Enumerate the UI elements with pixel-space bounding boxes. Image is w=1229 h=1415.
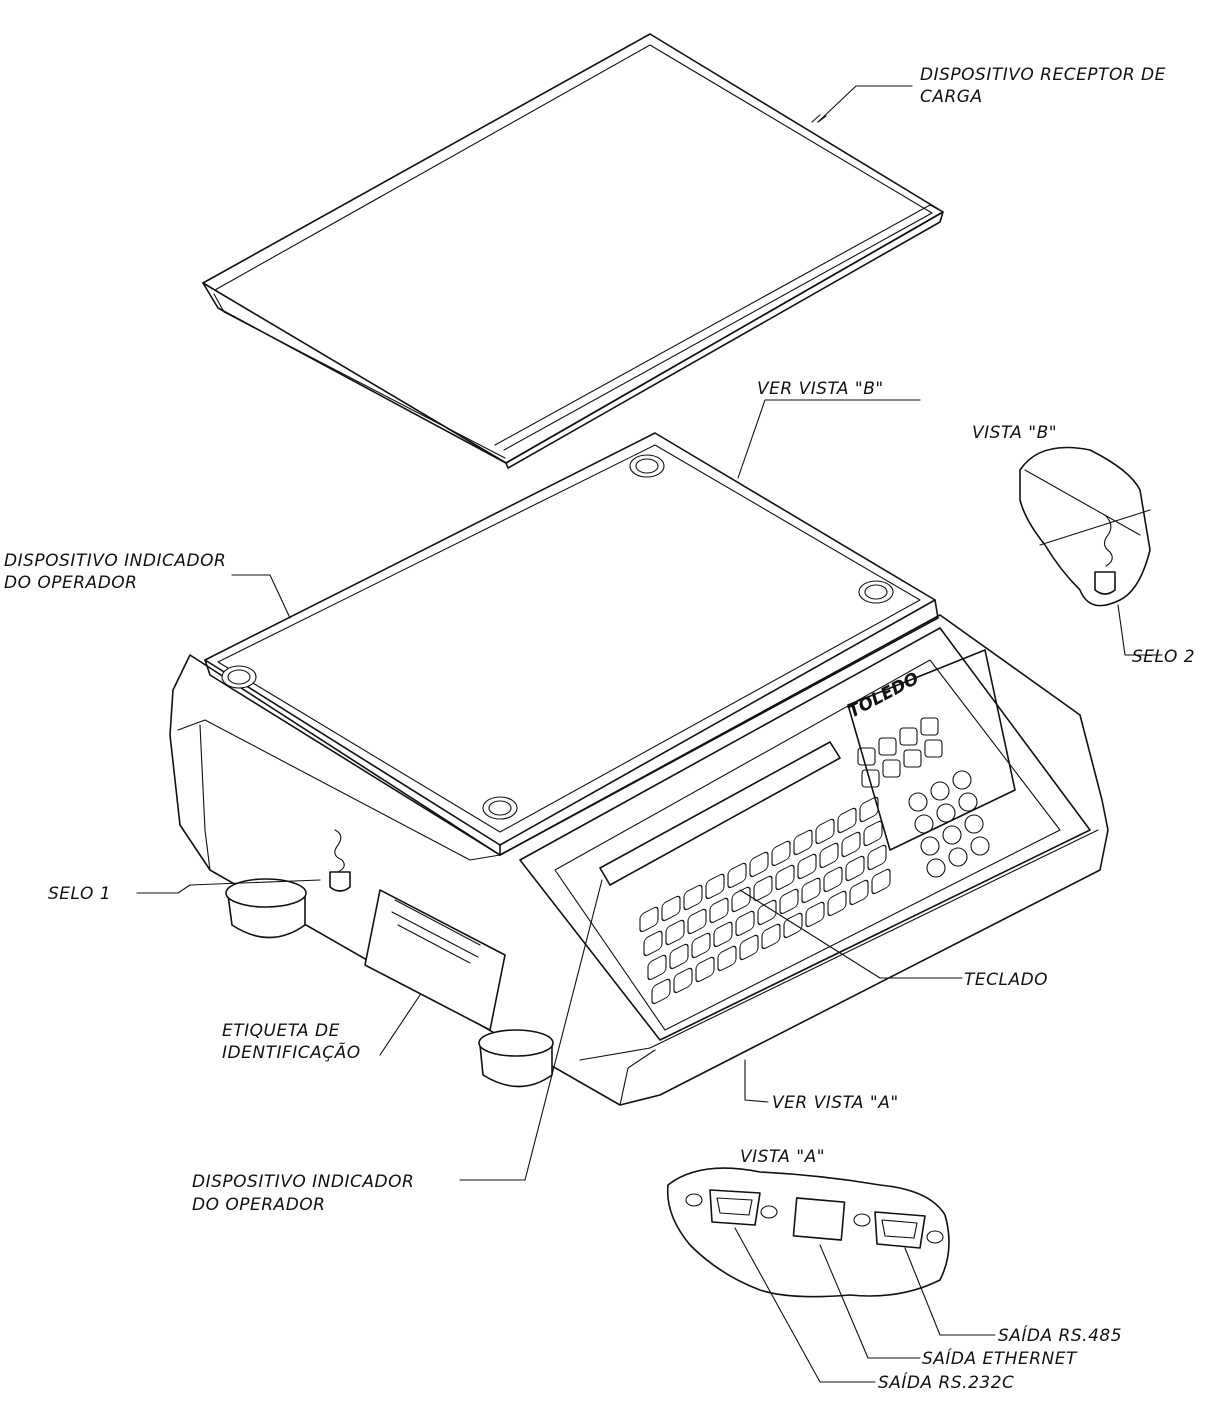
detail-view-b <box>1019 446 1151 607</box>
label-seal-1: SELO 1 <box>48 884 111 904</box>
keyboard-key <box>845 855 865 882</box>
label-id-tag-line2: IDENTIFICAÇÃO <box>222 1041 361 1063</box>
label-id-tag-line1: ETIQUETA DE <box>222 1021 340 1041</box>
keyboard-key <box>753 875 773 902</box>
identification-plate <box>364 889 506 1031</box>
scale-body: TOLEDO <box>169 432 1109 1106</box>
side-keypad-round-key <box>964 814 984 834</box>
label-see-view-a: VER VISTA "A" <box>772 1093 899 1113</box>
label-output-ethernet: SAÍDA ETHERNET <box>922 1347 1078 1369</box>
keyboard-key <box>639 906 659 933</box>
side-keypad-round-key <box>942 825 962 845</box>
keyboard-key <box>849 879 869 906</box>
keyboard-key <box>779 888 799 915</box>
side-keypad-round-key <box>936 803 956 823</box>
label-seal-2: SELO 2 <box>1132 647 1195 667</box>
ethernet-port <box>792 1197 846 1241</box>
keyboard-key <box>665 919 685 946</box>
platform-pads <box>221 454 894 820</box>
label-see-view-b: VER VISTA "B" <box>757 379 884 399</box>
rs232c-port <box>685 1189 778 1226</box>
keyboard-key <box>819 842 839 869</box>
label-load-receiver-line1: DISPOSITIVO RECEPTOR DE <box>920 65 1166 85</box>
side-keypad-round-key <box>926 858 946 878</box>
keyboard-key <box>647 954 667 981</box>
label-output-rs232c: SAÍDA RS.232C <box>878 1371 1014 1393</box>
side-keypad-round-key <box>908 792 928 812</box>
keyboard-key <box>797 853 817 880</box>
side-keypad-round-key <box>920 836 940 856</box>
keyboard-key <box>651 978 671 1005</box>
keyboard-key <box>735 910 755 937</box>
side-keypad-panel <box>847 649 1016 851</box>
side-keypad <box>857 717 990 878</box>
label-operator-indicator-bottom-line1: DISPOSITIVO INDICADOR <box>192 1172 414 1192</box>
keyboard-key <box>867 844 887 871</box>
keyboard-key <box>673 967 693 994</box>
side-keypad-round-key <box>948 847 968 867</box>
keyboard-key <box>771 840 791 867</box>
keyboard-key <box>827 890 847 917</box>
side-keypad-round-key <box>958 792 978 812</box>
label-keyboard: TECLADO <box>964 970 1048 990</box>
keyboard-key <box>761 923 781 950</box>
keyboard-key <box>669 943 689 970</box>
rs485-port <box>853 1211 944 1249</box>
keyboard-key <box>643 930 663 957</box>
keyboard-key <box>841 831 861 858</box>
keyboard-key <box>695 956 715 983</box>
annotations: DISPOSITIVO RECEPTOR DE CARGA VER VISTA … <box>4 65 1195 1393</box>
scale-feet <box>225 878 554 1088</box>
side-keypad-key <box>924 739 943 758</box>
side-keypad-key <box>861 769 880 788</box>
keyboard-key <box>837 807 857 834</box>
keyboard-key <box>691 932 711 959</box>
keyboard-key <box>661 895 681 922</box>
label-load-receiver-line2: CARGA <box>920 87 983 107</box>
label-view-b: VISTA "B" <box>972 423 1057 443</box>
seal-1 <box>329 829 351 892</box>
keyboard-key <box>683 884 703 911</box>
keyboard-key <box>757 899 777 926</box>
keyboard-key <box>805 901 825 928</box>
label-operator-indicator-top-line1: DISPOSITIVO INDICADOR <box>4 551 226 571</box>
leader-lines <box>136 85 1163 1383</box>
side-keypad-round-key <box>952 770 972 790</box>
keyboard-key <box>717 945 737 972</box>
label-operator-indicator-top-line2: DO OPERADOR <box>4 573 137 593</box>
label-output-rs485: SAÍDA RS.485 <box>998 1324 1122 1346</box>
keyboard-key <box>739 934 759 961</box>
keyboard-key <box>871 868 891 895</box>
keyboard-key <box>727 862 747 889</box>
label-view-a: VISTA "A" <box>740 1147 825 1167</box>
main-keyboard <box>639 796 891 1005</box>
keyboard-key <box>863 820 883 847</box>
keyboard-key <box>713 921 733 948</box>
label-operator-indicator-bottom-line2: DO OPERADOR <box>192 1195 325 1215</box>
keyboard-key <box>783 912 803 939</box>
side-keypad-key <box>920 717 939 736</box>
side-keypad-key <box>903 749 922 768</box>
side-keypad-key <box>899 727 918 746</box>
side-keypad-key <box>882 759 901 778</box>
detail-view-a <box>666 1167 950 1298</box>
keyboard-key <box>859 796 879 823</box>
keyboard-key <box>815 818 835 845</box>
display-window <box>599 741 841 886</box>
side-keypad-round-key <box>970 836 990 856</box>
load-receiver-plate <box>202 33 944 469</box>
side-keypad-key <box>878 737 897 756</box>
side-keypad-round-key <box>930 781 950 801</box>
keyboard-key <box>709 897 729 924</box>
keyboard-key <box>793 829 813 856</box>
keyboard-key <box>823 866 843 893</box>
keyboard-key <box>749 851 769 878</box>
keyboard-key <box>705 873 725 900</box>
keyboard-key <box>775 864 795 891</box>
keyboard-key <box>801 877 821 904</box>
keyboard-key <box>687 908 707 935</box>
